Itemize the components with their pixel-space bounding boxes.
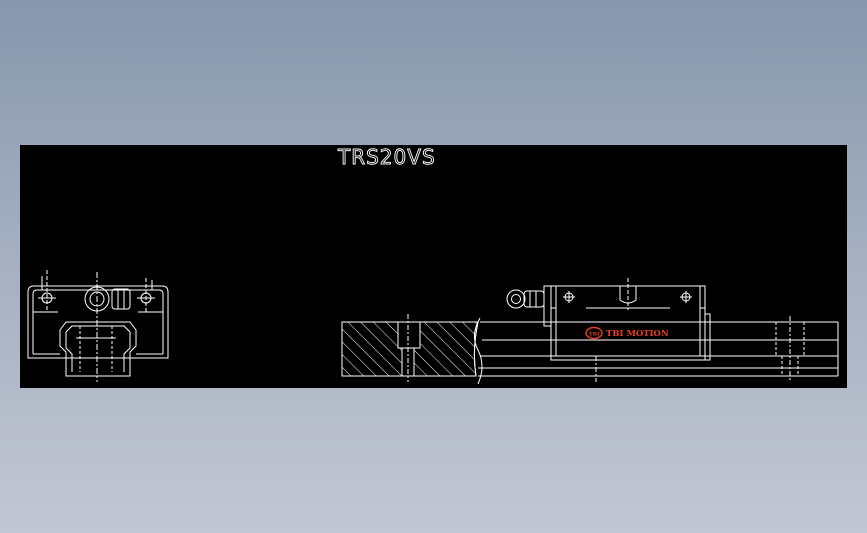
- side-view: [341, 278, 839, 385]
- grease-nipple-body: [523, 290, 545, 308]
- end-view-rail-inner: [65, 325, 131, 372]
- logo-mark: TBI: [589, 332, 600, 338]
- grease-nipple-head: [506, 289, 526, 309]
- carriage-end-cap-right: [704, 313, 711, 361]
- carriage-end-cap-left: [543, 285, 552, 327]
- end-view-rail-profile: [59, 321, 137, 377]
- end-view-block-inner-outline: [32, 289, 164, 354]
- break-line: [474, 317, 483, 385]
- end-view: [27, 270, 169, 382]
- section-counterbore: [397, 321, 421, 349]
- drawing-title: TRS20VS: [337, 145, 436, 169]
- logo-text: TBI MOTION: [606, 329, 669, 339]
- brand-logo: TBI TBI MOTION: [585, 326, 669, 340]
- end-view-block-outline: [27, 285, 169, 359]
